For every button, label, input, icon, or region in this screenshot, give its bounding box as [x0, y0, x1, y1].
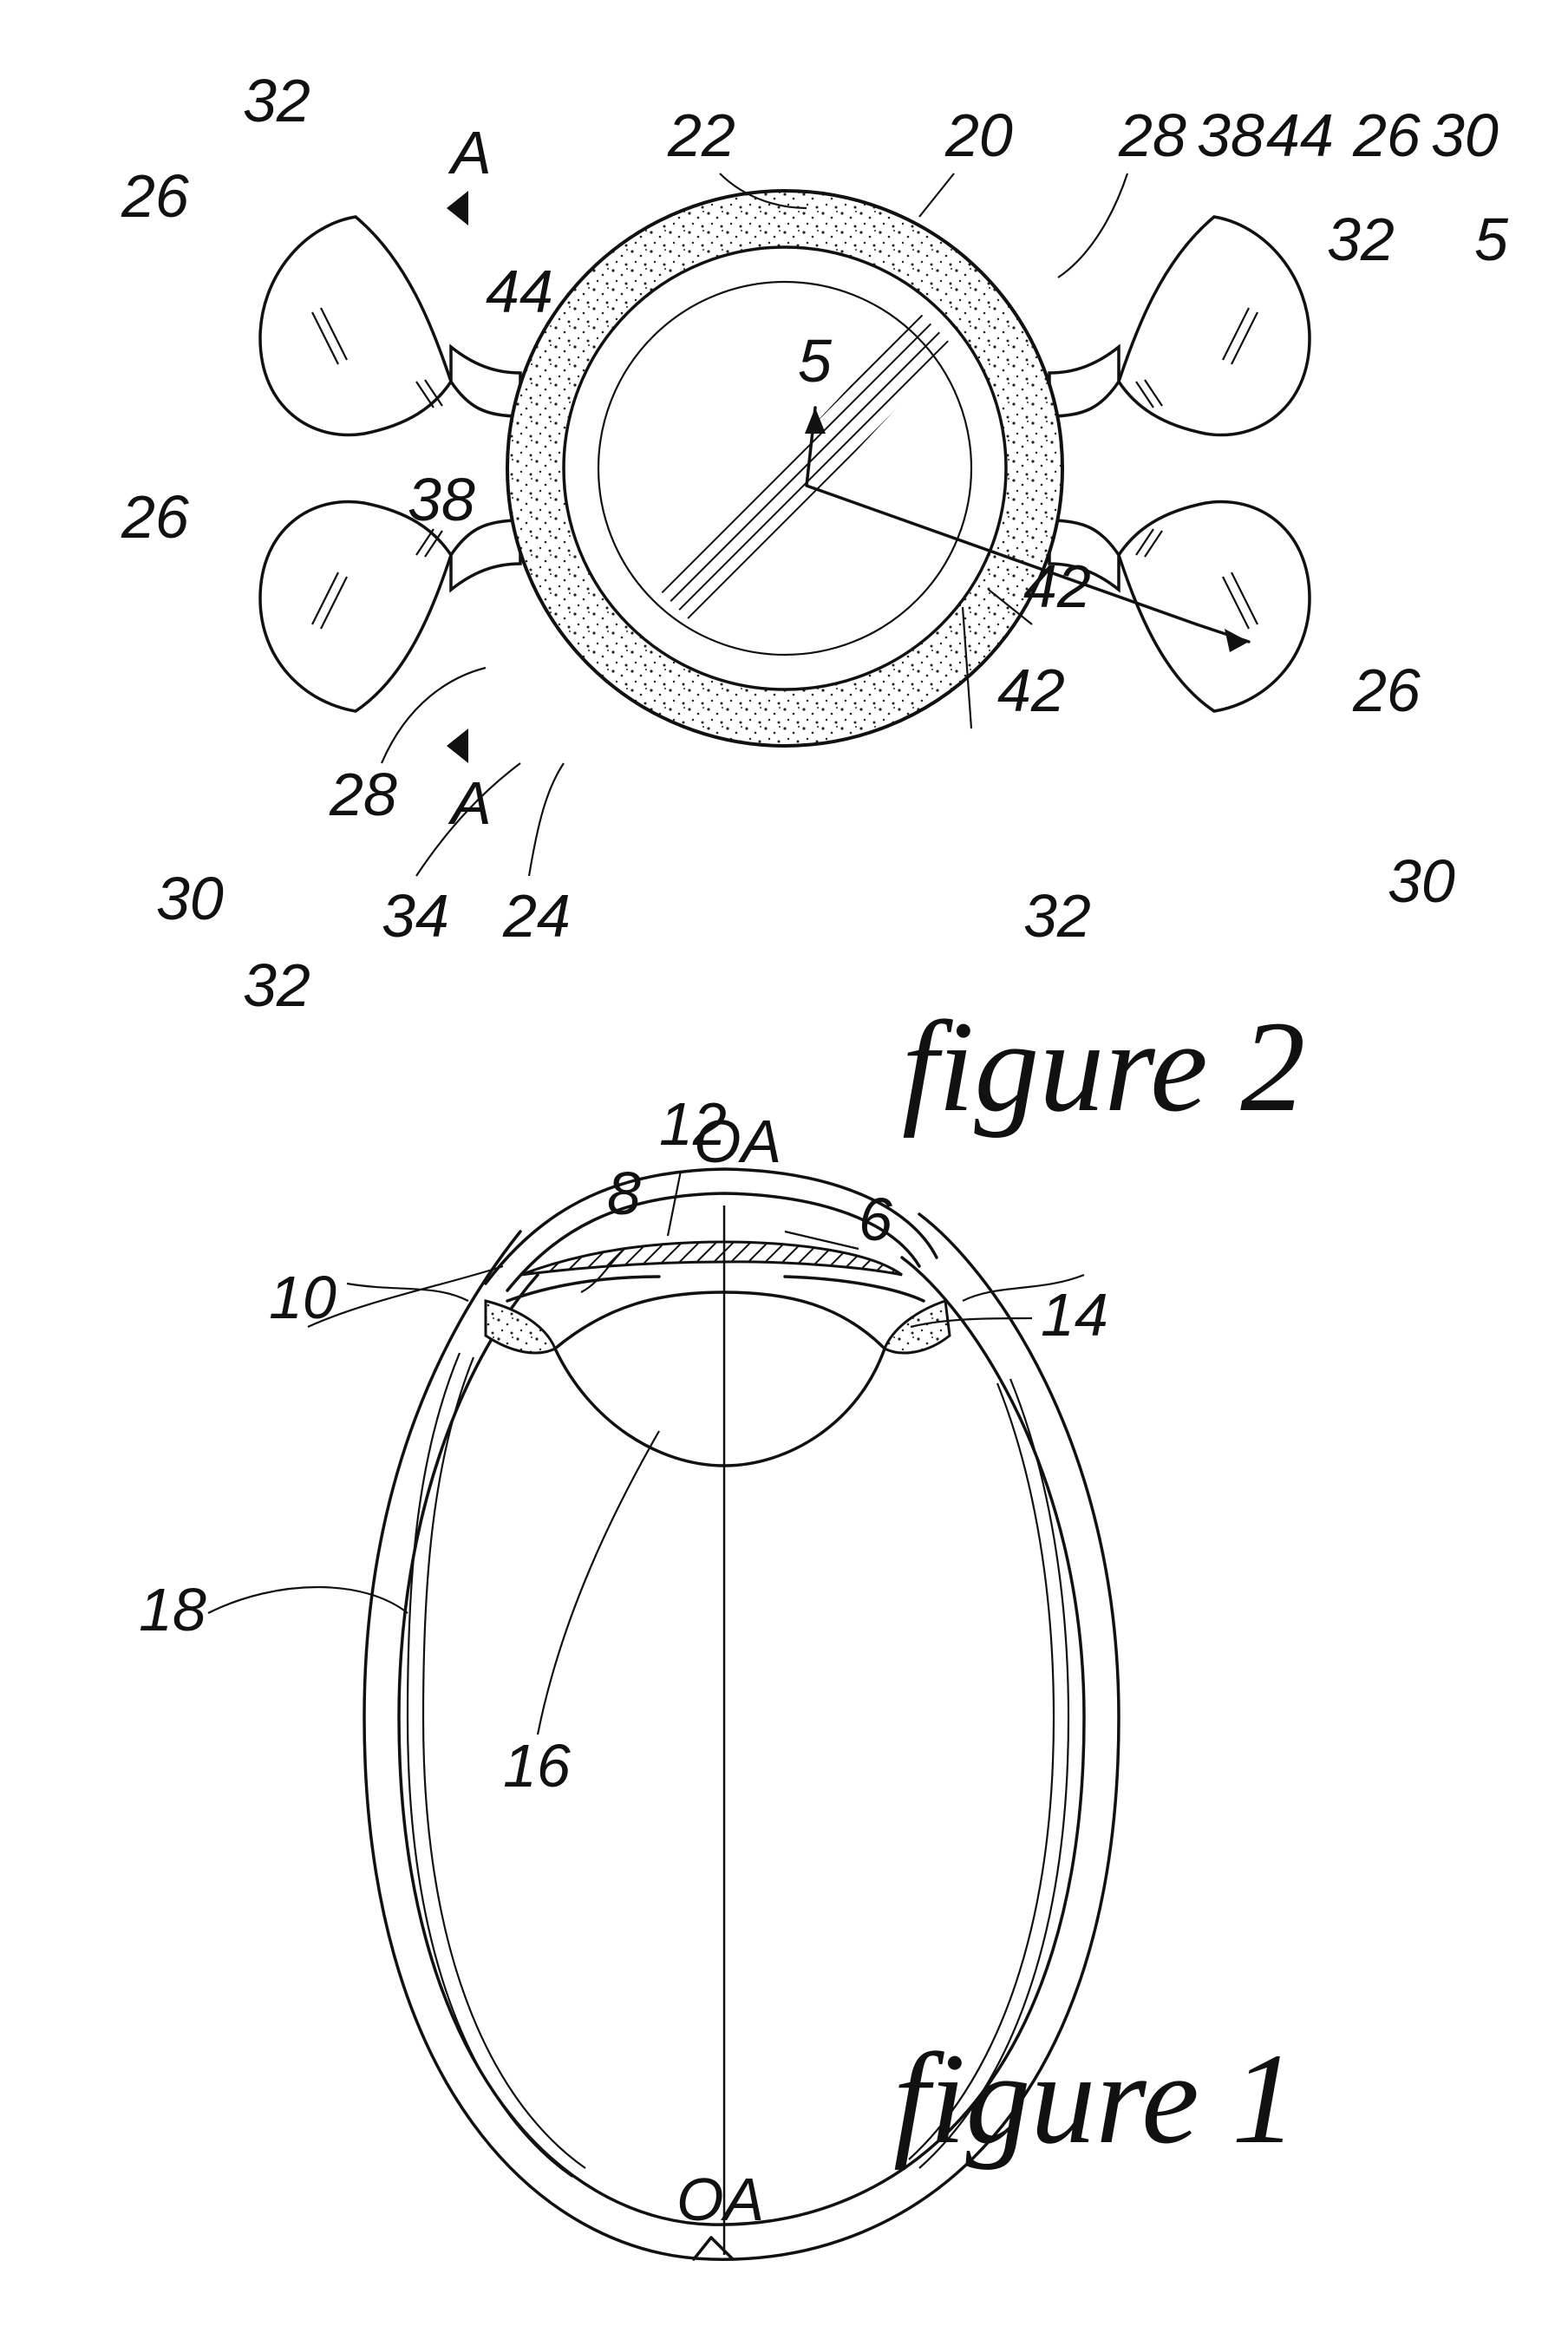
figure-2-caption: figure 2	[902, 995, 1305, 1139]
haptic-neck-right-top	[1049, 347, 1119, 416]
label-38-a: 38	[408, 466, 475, 533]
leader-20	[919, 173, 954, 217]
label-28-a: 28	[329, 761, 397, 828]
label-a-top: A	[448, 119, 492, 186]
leader-16	[538, 1431, 659, 1735]
leader-18	[208, 1587, 408, 1613]
label-28-b: 28	[1118, 101, 1186, 169]
label-10: 10	[269, 1264, 336, 1331]
arrow-a-bottom	[447, 729, 468, 763]
label-6: 6	[859, 1186, 892, 1253]
label-14: 14	[1041, 1281, 1108, 1349]
label-38-b: 38	[1197, 101, 1264, 169]
label-42-a: 42	[997, 657, 1065, 724]
label-44-b: 44	[1266, 101, 1334, 169]
label-42-b: 42	[1023, 552, 1091, 620]
haptic-plate-top-right	[1119, 217, 1310, 435]
label-26-a: 26	[121, 162, 189, 230]
label-32-b: 32	[243, 951, 310, 1019]
iris	[520, 1242, 902, 1275]
label-18: 18	[139, 1576, 206, 1643]
label-5-b: 5	[1474, 206, 1509, 273]
label-22: 22	[667, 101, 735, 169]
label-5-a: 5	[798, 327, 833, 395]
label-8: 8	[607, 1160, 641, 1227]
label-26-b: 26	[121, 483, 189, 551]
leader-12	[668, 1171, 681, 1236]
label-30-a: 30	[156, 865, 224, 932]
leader-28	[382, 668, 486, 763]
iris-left	[507, 1277, 659, 1301]
label-26-c: 26	[1352, 101, 1421, 169]
label-32-c: 32	[1327, 206, 1395, 273]
label-34: 34	[382, 882, 449, 950]
iris-right	[785, 1277, 924, 1301]
haptic-plate-top-left	[260, 217, 451, 435]
ciliary-body-right	[885, 1301, 950, 1353]
label-oa-top: OA	[694, 1107, 781, 1175]
figure-1-caption: figure 1	[893, 2027, 1297, 2171]
label-20: 20	[944, 101, 1013, 169]
label-26-d: 26	[1352, 657, 1421, 724]
ciliary-body-left	[486, 1301, 555, 1353]
leader-28b	[1058, 173, 1127, 278]
label-30-b: 30	[1431, 101, 1499, 169]
arrow-a-top	[447, 191, 468, 225]
label-32-a: 32	[243, 67, 310, 134]
label-16: 16	[503, 1732, 571, 1800]
leader-24	[529, 763, 564, 876]
optic-nerve	[694, 2238, 733, 2259]
label-a-bottom: A	[448, 769, 492, 837]
haptic-neck-left-top	[451, 347, 520, 416]
label-32-d: 32	[1023, 882, 1091, 950]
crystalline-lens	[555, 1292, 885, 1466]
label-oa-bottom: OA	[676, 2166, 764, 2233]
label-44-a: 44	[486, 258, 553, 325]
label-30-c: 30	[1388, 847, 1455, 915]
label-24: 24	[502, 882, 571, 950]
